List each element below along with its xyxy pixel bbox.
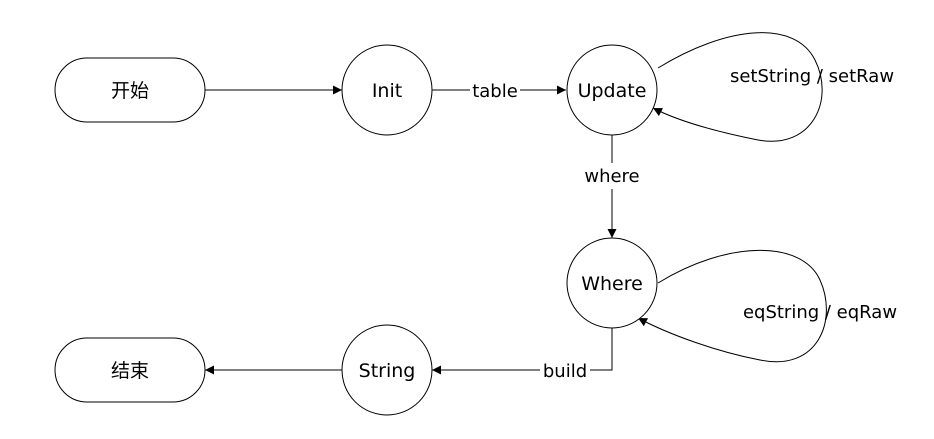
node-init: Init [341, 44, 433, 136]
node-string-label: String [359, 360, 416, 382]
node-start-label: 开始 [111, 80, 149, 102]
node-where: Where [566, 237, 658, 329]
edge-label-eq-loop: eqString / eqRaw [743, 302, 897, 323]
node-end-label: 结束 [111, 360, 149, 382]
node-start: 开始 [54, 57, 206, 123]
edge-where-to-string: build [432, 328, 613, 382]
edge-label-build: build [543, 361, 587, 382]
node-end: 结束 [54, 337, 206, 403]
edge-init-to-update: table [432, 78, 566, 102]
edge-where-self-loop: eqString / eqRaw [637, 249, 897, 363]
edge-update-to-where: where [580, 135, 644, 238]
node-string: String [341, 324, 433, 416]
edge-label-set-loop: setString / setRaw [730, 66, 894, 87]
edge-label-where: where [584, 166, 639, 187]
node-where-label: Where [581, 273, 643, 295]
edge-label-table: table [472, 81, 518, 102]
node-init-label: Init [372, 80, 402, 102]
node-update-label: Update [578, 80, 647, 102]
edge-update-self-loop: setString / setRaw [652, 32, 894, 142]
node-update: Update [566, 44, 658, 136]
